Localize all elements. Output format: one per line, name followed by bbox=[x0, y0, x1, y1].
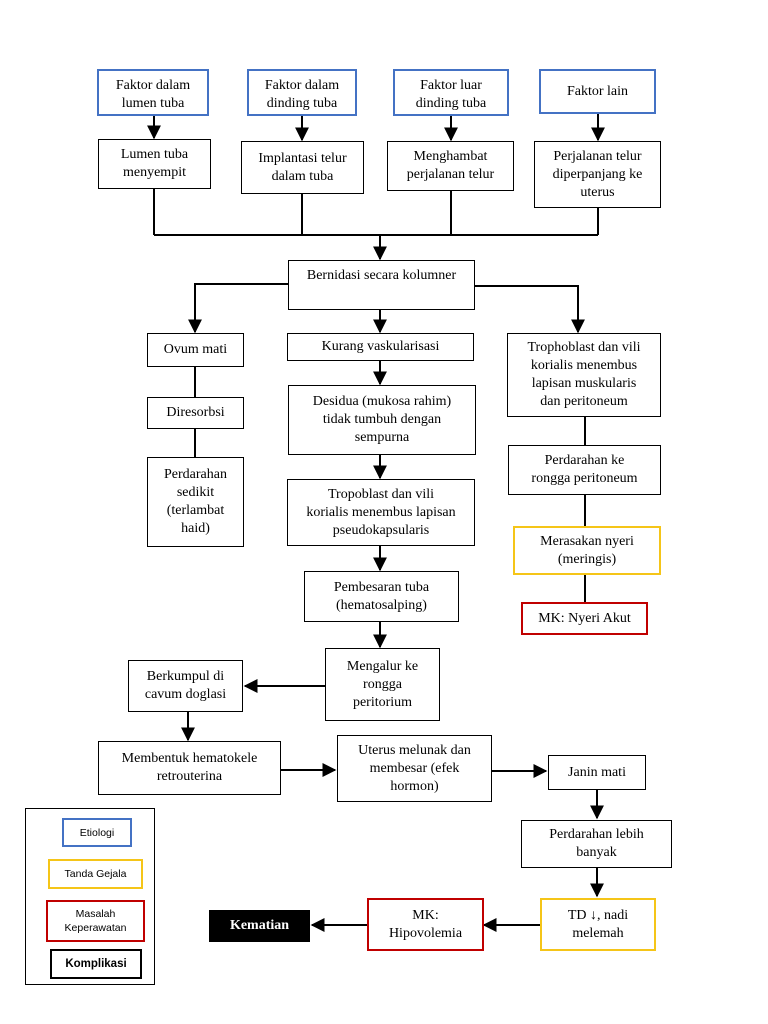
node-perdarahan-peritoneum: Perdarahan ke rongga peritoneum bbox=[508, 445, 661, 495]
node-perdarahan-sedikit: Perdarahan sedikit (terlambat haid) bbox=[147, 457, 244, 547]
legend-tanda-gejala: Tanda Gejala bbox=[48, 859, 143, 889]
legend-etiologi: Etiologi bbox=[62, 818, 132, 847]
node-faktor-lain: Faktor lain bbox=[539, 69, 656, 114]
legend-komplikasi: Komplikasi bbox=[50, 949, 142, 979]
node-bernidasi: Bernidasi secara kolumner bbox=[288, 260, 475, 310]
node-mk-hipovolemia: MK: Hipovolemia bbox=[367, 898, 484, 951]
node-lumen-tuba-menyempit: Lumen tuba menyempit bbox=[98, 139, 211, 189]
node-implantasi-telur: Implantasi telur dalam tuba bbox=[241, 141, 364, 194]
node-mk-nyeri-akut: MK: Nyeri Akut bbox=[521, 602, 648, 635]
node-kurang-vaskularisasi: Kurang vaskularisasi bbox=[287, 333, 474, 361]
node-hematokele: Membentuk hematokele retrouterina bbox=[98, 741, 281, 795]
node-kematian: Kematian bbox=[209, 910, 310, 942]
node-faktor-dalam-dinding-tuba: Faktor dalam dinding tuba bbox=[247, 69, 357, 116]
legend: Etiologi Tanda Gejala Masalah Keperawata… bbox=[25, 808, 155, 985]
node-uterus-melunak: Uterus melunak dan membesar (efek hormon… bbox=[337, 735, 492, 802]
node-menghambat-perjalanan: Menghambat perjalanan telur bbox=[387, 141, 514, 191]
node-desidua: Desidua (mukosa rahim) tidak tumbuh deng… bbox=[288, 385, 476, 455]
node-faktor-luar-dinding-tuba: Faktor luar dinding tuba bbox=[393, 69, 509, 116]
node-janin-mati: Janin mati bbox=[548, 755, 646, 790]
node-ovum-mati: Ovum mati bbox=[147, 333, 244, 367]
node-merasakan-nyeri: Merasakan nyeri (meringis) bbox=[513, 526, 661, 575]
node-diresorbsi: Diresorbsi bbox=[147, 397, 244, 429]
node-perjalanan-telur: Perjalanan telur diperpanjang ke uterus bbox=[534, 141, 661, 208]
node-tropoblast-pseudokapsularis: Tropoblast dan vili korialis menembus la… bbox=[287, 479, 475, 546]
node-perdarahan-banyak: Perdarahan lebih banyak bbox=[521, 820, 672, 868]
node-berkumpul-cavum: Berkumpul di cavum doglasi bbox=[128, 660, 243, 712]
node-pembesaran-tuba: Pembesaran tuba (hematosalping) bbox=[304, 571, 459, 622]
node-trophoblast-muskularis: Trophoblast dan vili korialis menembus l… bbox=[507, 333, 661, 417]
legend-masalah-keperawatan: Masalah Keperawatan bbox=[46, 900, 145, 942]
node-td-nadi: TD ↓, nadi melemah bbox=[540, 898, 656, 951]
node-faktor-dalam-lumen-tuba: Faktor dalam lumen tuba bbox=[97, 69, 209, 116]
node-mengalur-peritorium: Mengalur ke rongga peritorium bbox=[325, 648, 440, 721]
